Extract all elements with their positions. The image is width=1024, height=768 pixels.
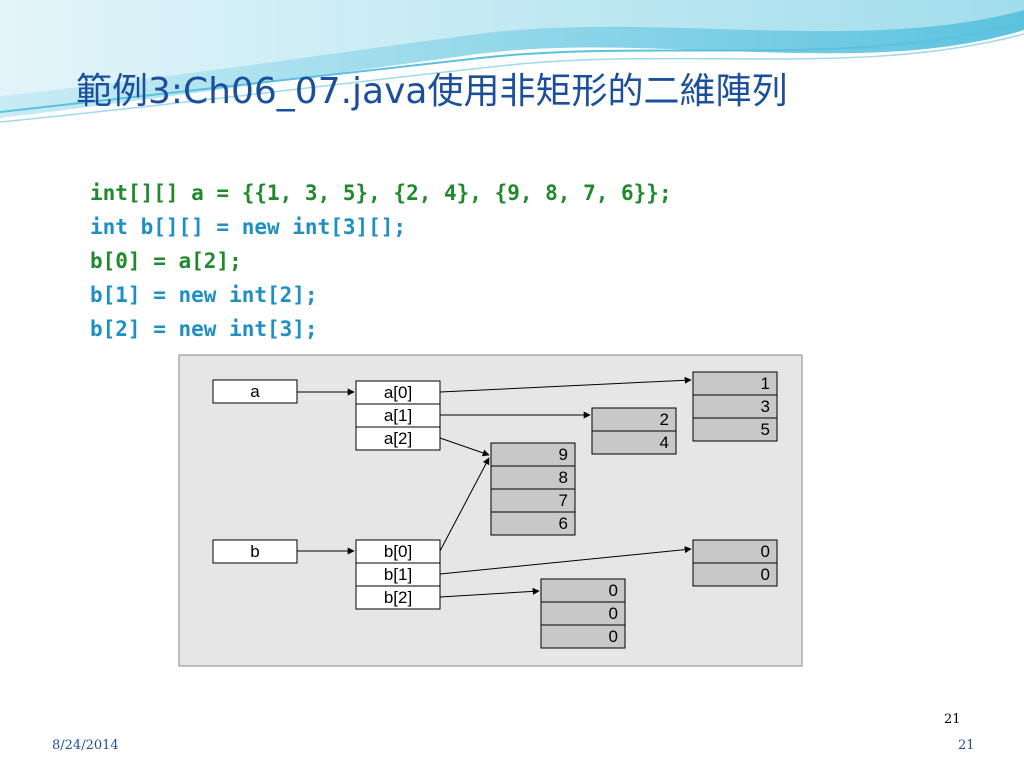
arrow-a0-to-data [439, 376, 692, 393]
reference-arrows [297, 376, 692, 598]
a-reference-array: a[0] a[1] a[2] [355, 380, 441, 451]
array-cell-value: 8 [559, 468, 568, 487]
array-cell-value: 0 [761, 565, 770, 584]
footer-date: 8/24/2014 [52, 738, 119, 753]
variable-a-label: a [250, 382, 260, 401]
code-line: b[2] = new int[3]; [90, 317, 318, 341]
array-cell-value: 3 [761, 397, 770, 416]
code-block: int[][] a = {{1, 3, 5}, {2, 4}, {9, 8, 7… [90, 176, 672, 346]
variable-a-box: a [212, 379, 298, 404]
array-cell-value: 0 [609, 627, 618, 646]
slide-title: 範例3:Ch06_07.java使用非矩形的二維陣列 [76, 71, 788, 112]
array-memory-diagram: a b a[0] a[1] a[2] b[0] b[1] b[2] 1 3 5 … [178, 354, 803, 667]
b-row-label: b[1] [384, 565, 412, 584]
b-row-label: b[0] [384, 542, 412, 561]
array-a1-cells: 2 4 [591, 407, 677, 455]
a-row-label: a[1] [384, 406, 412, 425]
slide-number: 21 [944, 712, 961, 727]
array-cell-value: 0 [609, 581, 618, 600]
array-cell-value: 4 [660, 433, 669, 452]
variable-b-box: b [212, 539, 298, 564]
array-cell-value: 6 [559, 514, 568, 533]
array-b2-cells: 0 0 0 [540, 578, 626, 649]
array-a2-cells: 9 8 7 6 [490, 442, 576, 536]
a-row-label: a[2] [384, 429, 412, 448]
array-cell-value: 9 [559, 445, 568, 464]
footer-page-number: 21 [958, 738, 975, 753]
array-cell-value: 0 [761, 542, 770, 561]
array-cell-value: 0 [609, 604, 618, 623]
code-line: b[0] = a[2]; [90, 249, 242, 273]
code-line: int b[][] = new int[3][]; [90, 215, 407, 239]
b-reference-array: b[0] b[1] b[2] [355, 539, 441, 610]
variable-b-label: b [250, 542, 259, 561]
array-cell-value: 7 [559, 491, 568, 510]
array-cell-value: 1 [761, 374, 770, 393]
arrow-b0-to-data [439, 457, 490, 552]
arrow-b1-to-data [439, 546, 692, 575]
arrow-b2-to-data [439, 587, 540, 598]
header-wave-decoration [0, 0, 1024, 123]
array-cell-value: 5 [761, 420, 770, 439]
code-line: b[1] = new int[2]; [90, 283, 318, 307]
array-cell-value: 2 [660, 410, 669, 429]
code-line: int[][] a = {{1, 3, 5}, {2, 4}, {9, 8, 7… [90, 181, 672, 205]
b-row-label: b[2] [384, 588, 412, 607]
arrow-a2-to-data [439, 437, 490, 457]
array-b1-cells: 0 0 [692, 539, 778, 587]
array-a0-cells: 1 3 5 [692, 371, 778, 442]
a-row-label: a[0] [384, 383, 412, 402]
